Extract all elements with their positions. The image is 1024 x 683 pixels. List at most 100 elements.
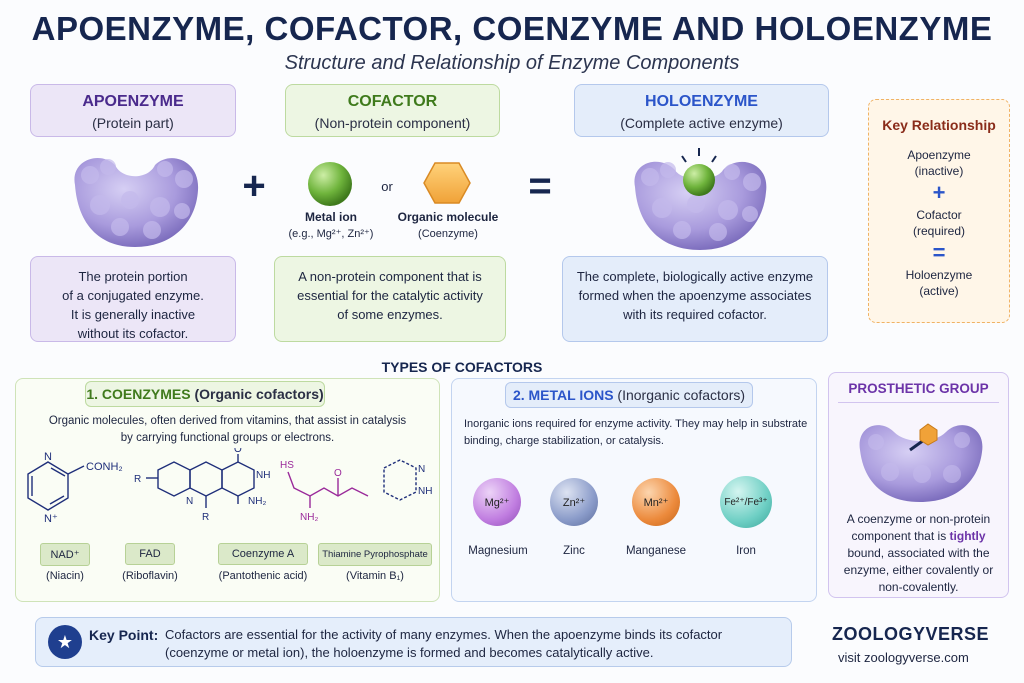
brand-logo-text: ZOOLOGYVERSE (832, 624, 990, 644)
fad-r1-text: R (134, 474, 141, 485)
nad-nplus-text: N⁺ (44, 513, 58, 525)
ion-manganese-ball: Mn²⁺ (632, 478, 680, 526)
key-point-box (35, 617, 792, 667)
apoenzyme-desc-line: It is generally inactive (70, 307, 196, 322)
apoenzyme-sub: (Protein part) (92, 115, 174, 131)
apoenzyme-desc-line: of a conjugated enzyme. (62, 288, 204, 303)
key-plus: + (932, 180, 946, 205)
key-holoenzyme-state: (active) (919, 284, 959, 298)
equals-operator: = (528, 164, 552, 208)
metal-ions-desc-line: Inorganic ions required for enzyme activ… (464, 418, 808, 430)
fad-o-text: O (234, 448, 242, 455)
coenzymes-desc-line: by carrying functional groups or electro… (120, 432, 335, 444)
key-point-text-2: (coenzyme or metal ion), the holoenzyme … (165, 645, 654, 660)
holoenzyme-desc-line: formed when the apoenzyme associates (578, 288, 812, 303)
holoenzyme-desc-line: with its required cofactor. (623, 307, 767, 322)
ion-manganese-label: Manganese (625, 545, 687, 557)
apoenzyme-protein-image (74, 157, 199, 247)
prosthetic-description: A coenzyme or non-protein component that… (836, 511, 1001, 596)
cofactor-description: A non-protein component that is essentia… (274, 256, 506, 342)
holoenzyme-desc-line: The complete, biologically active enzyme (576, 269, 814, 284)
apoenzyme-description: The protein portion of a conjugated enzy… (30, 256, 236, 342)
ion-manganese-symbol: Mn²⁺ (643, 496, 669, 509)
nad-conh2-text: CONH₂ (86, 461, 123, 473)
metal-ions-heading-bold: 2. METAL IONS (512, 387, 614, 403)
nad-structure (27, 461, 85, 511)
chip-fad: FAD (125, 543, 175, 565)
metal-ions-heading-box: 2. METAL IONS (Inorganic cofactors) (505, 382, 753, 408)
tpp-nh-text: NH (418, 486, 432, 497)
ion-zinc-ball: Zn²⁺ (550, 478, 598, 526)
key-point-text-1: Cofactors are essential for the activity… (165, 627, 723, 642)
tpp-structure (383, 459, 417, 501)
coenzymes-desc-line: Organic molecules, often derived from vi… (48, 415, 407, 427)
ion-iron-symbol: Fe²⁺/Fe³⁺ (724, 496, 768, 508)
source-fad: (Riboflavin) (122, 570, 178, 582)
source-coenzyme-a: (Pantothenic acid) (218, 570, 308, 582)
holoenzyme-description: The complete, biologically active enzyme… (562, 256, 828, 342)
ion-magnesium-symbol: Mg²⁺ (484, 496, 510, 509)
star-badge-icon: ★ (48, 625, 82, 659)
apoenzyme-heading: APOENZYME (82, 93, 184, 110)
fad-nh2-text: NH₂ (248, 496, 266, 507)
ion-zinc-label: Zinc (563, 545, 585, 557)
coa-hs-text: HS (280, 460, 294, 471)
coenzyme-structures: CONH₂ N N⁺ R R N O NH NH₂ HS O NH₂ N NH (27, 448, 432, 525)
coa-o-text: O (334, 468, 342, 479)
fad-n-text: N (186, 496, 193, 507)
metal-ion-label: Metal ion (e.g., Mg²⁺, Zn²⁺) (276, 209, 386, 243)
key-relationship-title: Key Relationship (882, 117, 996, 133)
apoenzyme-desc-line: The protein portion (78, 269, 188, 284)
prosthetic-desc-post: bound, associated with the enzyme, eithe… (843, 546, 994, 594)
holoenzyme-sub: (Complete active enzyme) (620, 115, 783, 131)
ion-iron-ball: Fe²⁺/Fe³⁺ (720, 476, 772, 528)
chip-nad: NAD⁺ (40, 543, 90, 566)
key-cofactor: Cofactor (916, 208, 962, 222)
prosthetic-desc-emphasis: tightly (949, 529, 986, 543)
key-apoenzyme-state: (inactive) (914, 164, 964, 178)
metal-ion-ball-icon (308, 162, 352, 206)
cofactor-desc-line: of some enzymes. (337, 307, 443, 322)
coenzymes-description: Organic molecules, often derived from vi… (20, 413, 435, 447)
prosthetic-divider (838, 402, 999, 403)
coenzymes-heading-rest: (Organic cofactors) (190, 386, 324, 402)
ion-iron-label: Iron (736, 545, 756, 557)
holoenzyme-header: HOLOENZYME (Complete active enzyme) (574, 84, 829, 137)
cofactor-sub: (Non-protein component) (314, 115, 471, 131)
cofactor-desc-line: essential for the catalytic activity (297, 288, 483, 303)
page-title: APOENZYME, COFACTOR, COENZYME AND HOLOEN… (31, 10, 993, 47)
key-holoenzyme: Holoenzyme (905, 268, 973, 282)
key-relationship-box: Key Relationship Apoenzyme (inactive) + … (868, 99, 1010, 323)
ion-magnesium-label: Magnesium (468, 545, 528, 557)
page-subtitle: Structure and Relationship of Enzyme Com… (284, 52, 740, 74)
apoenzyme-desc-line: without its cofactor. (77, 326, 189, 341)
organic-molecule-title: Organic molecule (397, 210, 499, 224)
apoenzyme-header: APOENZYME (Protein part) (30, 84, 236, 137)
visit-link[interactable]: visit zoologyverse.com (838, 650, 969, 665)
source-nad: (Niacin) (46, 570, 84, 582)
cofactor-heading: COFACTOR (347, 93, 438, 110)
plus-operator: + (242, 164, 266, 208)
coa-structure (287, 471, 369, 508)
ion-zinc-symbol: Zn²⁺ (562, 496, 586, 509)
organic-molecule-hexagon-icon (423, 162, 471, 204)
key-cofactor-state: (required) (912, 224, 966, 238)
coa-nh2-text: NH₂ (300, 512, 318, 523)
coenzymes-heading-bold: 1. COENZYMES (86, 386, 191, 402)
cofactor-desc-line: A non-protein component that is (298, 269, 482, 284)
key-apoenzyme: Apoenzyme (907, 148, 971, 162)
nad-n-text: N (44, 451, 52, 463)
source-thiamine: (Vitamin B₁) (346, 570, 404, 582)
metal-ions-desc-line: binding, charge stabilization, or cataly… (464, 435, 664, 447)
chip-thiamine-pyrophosphate: Thiamine Pyrophosphate (318, 543, 432, 566)
metal-ions-heading-rest: (Inorganic cofactors) (613, 387, 746, 403)
types-heading: TYPES OF COFACTORS (381, 359, 543, 375)
organic-molecule-sub: (Coenzyme) (418, 228, 478, 240)
or-label: or (381, 179, 393, 194)
fad-structure (146, 454, 255, 508)
key-point-label: Key Point: (89, 627, 159, 643)
metal-ion-title: Metal ion (304, 210, 357, 224)
tpp-n-text: N (418, 464, 425, 475)
metal-ion-example: (e.g., Mg²⁺, Zn²⁺) (288, 228, 374, 240)
organic-molecule-label: Organic molecule (Coenzyme) (390, 209, 506, 243)
